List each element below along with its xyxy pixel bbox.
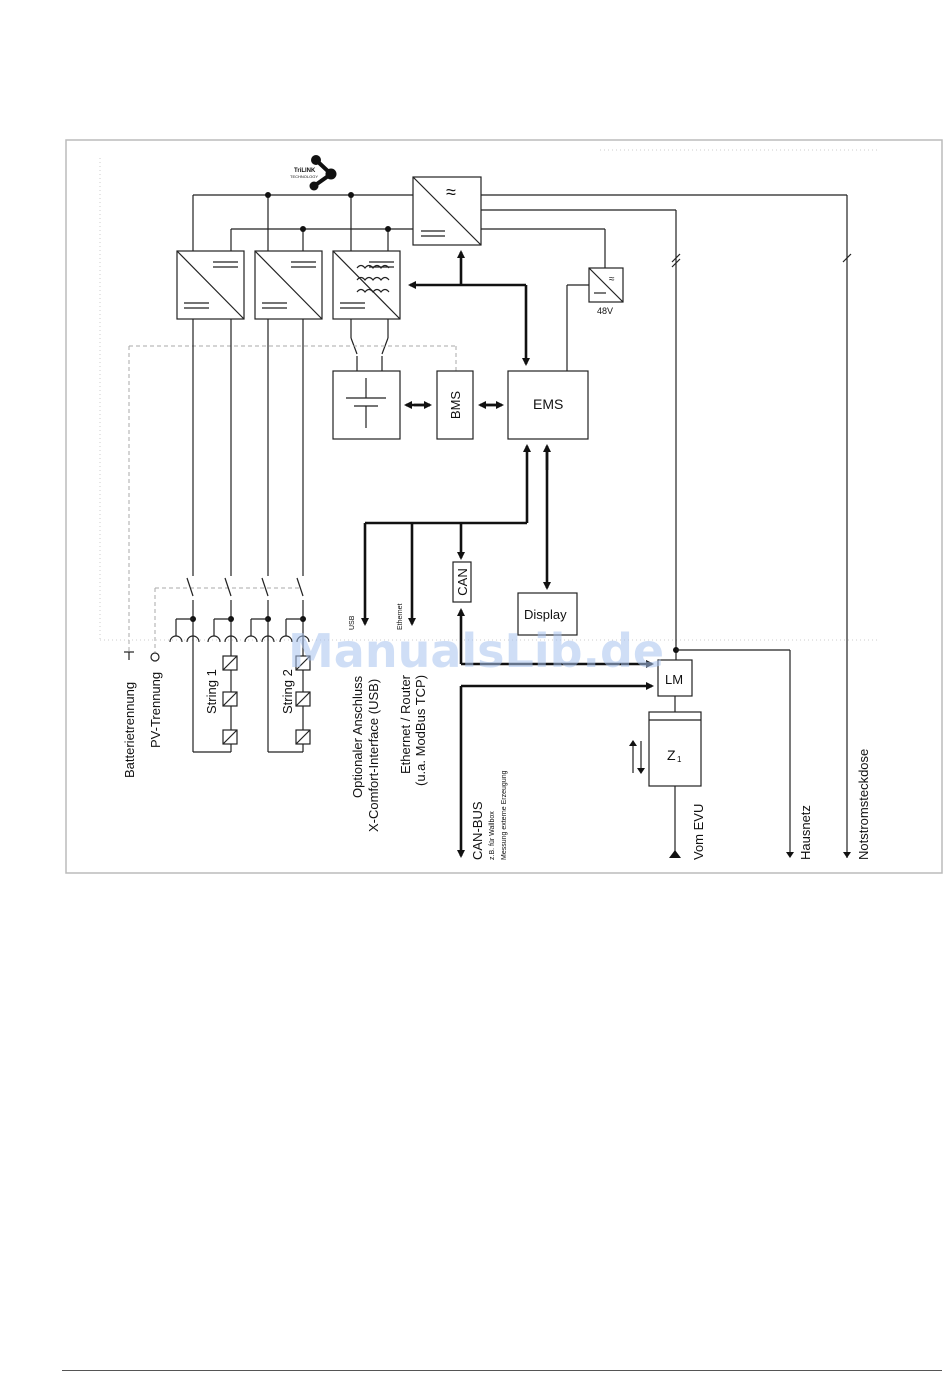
svg-text:Z: Z (667, 747, 676, 763)
watermark: ManualsLib.de (288, 624, 664, 678)
label-batterietrennung: Batterietrennung (122, 682, 137, 778)
battery (333, 371, 400, 439)
svg-text:48V: 48V (597, 306, 613, 316)
svg-text:BMS: BMS (448, 391, 463, 420)
svg-text:EMS: EMS (533, 396, 563, 412)
can-box: CAN (453, 562, 471, 602)
label-vom-evu: Vom EVU (691, 804, 706, 860)
label-canbus-sub1: z.B. für Wallbox (489, 811, 496, 860)
svg-text:≈: ≈ (609, 274, 615, 285)
power-supply-48v: ≈ 48V (567, 268, 623, 371)
inverter-dc-ac: ≈ (413, 177, 481, 245)
battery-converter (333, 251, 400, 319)
pv-converter-2 (255, 251, 322, 319)
svg-text:TECHNOLOGY: TECHNOLOGY (290, 174, 318, 179)
svg-text:Display: Display (524, 607, 567, 622)
dc-bus-lines (193, 192, 413, 251)
label-hausnetz: Hausnetz (798, 805, 813, 860)
svg-text:1: 1 (677, 755, 682, 764)
label-usb-line1: Optionaler Anschluss (350, 675, 365, 798)
disconnect-symbols (124, 652, 159, 661)
bms-box: BMS (437, 371, 473, 439)
trilink-logo: TriLINK TECHNOLOGY (290, 155, 337, 191)
diagram-frame (66, 140, 942, 873)
svg-text:CAN: CAN (455, 568, 470, 595)
label-ethernet-line1: Ethernet / Router (398, 674, 413, 774)
battery-switches (351, 319, 388, 371)
label-canbus: CAN-BUS (470, 801, 485, 860)
label-canbus-sub2: Messung externe Erzeugung (501, 770, 508, 860)
label-notstromsteckdose: Notstromsteckdose (856, 749, 871, 860)
ems-box: EMS (508, 371, 588, 439)
disconnect-dashed-lines (129, 346, 456, 652)
system-enclosure (100, 150, 880, 640)
pv-converter-1 (177, 251, 244, 319)
label-usb-line2: X-Comfort-Interface (USB) (366, 679, 381, 832)
label-string-1: String 1 (204, 669, 219, 714)
footer-rule (62, 1370, 942, 1371)
svg-text:≈: ≈ (446, 182, 456, 202)
label-ethernet-line2: (u.a. ModBus TCP) (413, 675, 428, 786)
svg-text:LM: LM (665, 672, 683, 687)
label-pv-trennung: PV-Trennung (148, 672, 163, 748)
